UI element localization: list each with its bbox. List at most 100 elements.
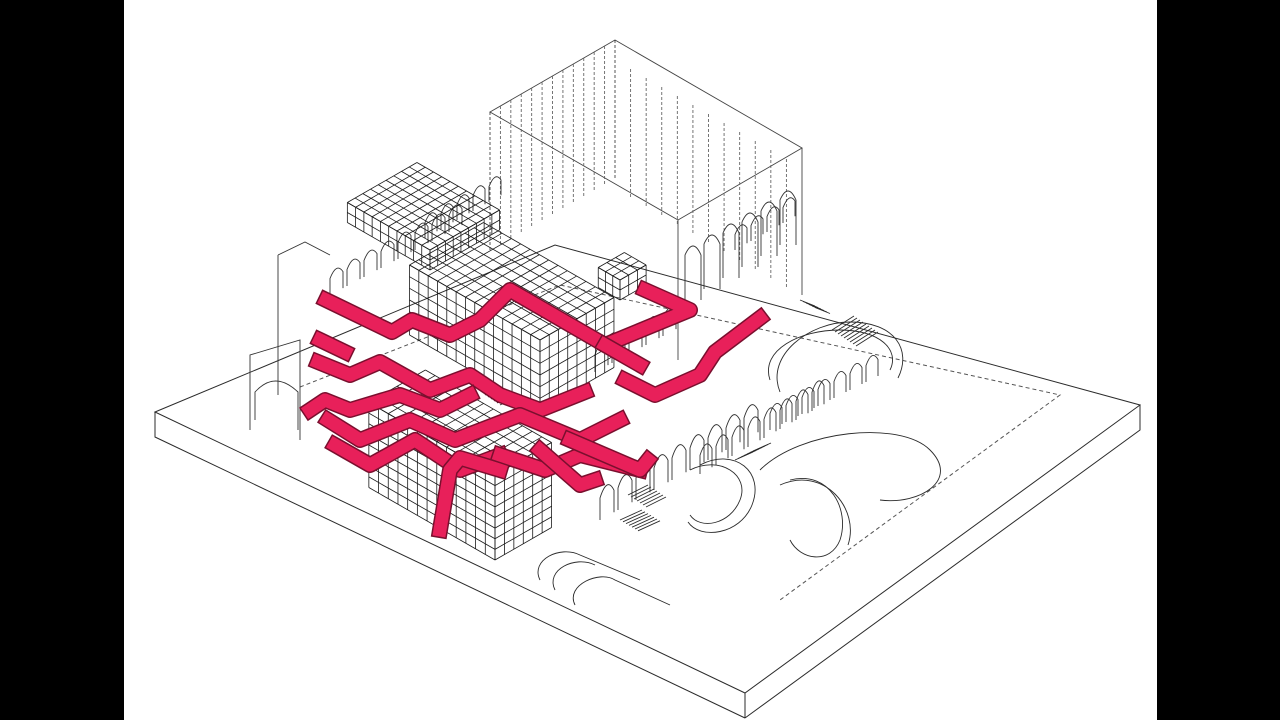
circulation-route [298,279,772,540]
circulation-segment [616,308,770,402]
grid-transom [494,495,552,529]
arcade-frame [249,339,301,440]
grid-roof [474,227,605,304]
grid-roof [363,171,434,213]
grid-roof [416,162,500,211]
stair-tread [625,513,649,525]
arcade-arch [346,258,361,286]
arcade-arch [734,224,748,250]
grid-transom [368,476,496,550]
grid-transom [368,487,496,561]
circulation-segment [561,431,658,477]
stair-tread [834,317,858,333]
hall-arch [722,223,740,278]
arcade-arch [795,389,809,420]
site-plinth [153,244,1142,719]
stair-tread [831,315,855,331]
arcade-arch [801,386,815,414]
grid-roof [598,252,625,268]
grid-roof [388,185,459,227]
arcade-arch [743,404,759,440]
grid-transom [598,277,621,291]
arcades [249,176,879,520]
grid-roof [355,166,426,208]
arcade-arch [440,203,454,229]
grid-roof [370,188,454,238]
grid-volume [597,252,647,301]
stair-tread [627,484,649,496]
grid-roof [624,252,647,266]
arcade-arch [414,222,429,250]
hall-arch [779,190,797,245]
arcade-arch [329,267,344,295]
arcade-arch [750,215,764,241]
stair-tread [837,319,861,335]
circulation-segment [596,336,649,374]
arcade-arch [254,380,299,430]
grid-roof [401,171,485,220]
grid-roof [455,238,587,314]
stair-tread [634,518,658,530]
grid-roof [354,197,438,246]
grid-roof [612,260,640,277]
arcade-arch [769,402,783,430]
grid-roof [418,259,550,336]
grid-transom [494,527,552,561]
arcade-arch [766,206,780,232]
stair-tread [752,442,772,452]
arcade-arch [731,425,745,456]
grid-transom [409,299,541,376]
arcade-arch [707,424,723,460]
grid-transom [368,465,496,540]
grid-roof [409,264,541,341]
stair-tread [636,490,658,502]
stair-tread [840,321,864,337]
grid-transom [347,212,431,261]
grid-roof [347,162,418,203]
grid-roof [619,264,647,281]
hall-arch [760,201,778,256]
grid-roof [409,166,493,215]
circulation-segment [432,451,509,538]
grid-transom [429,219,500,261]
circulation-segment [300,386,479,420]
arcade-arch [397,231,412,259]
arcade-arch [782,197,796,223]
stair-tread [630,486,652,498]
grid-roof [371,176,442,218]
grid-roof [605,256,632,273]
arcade-arch [599,484,615,520]
grid-roof [347,202,431,251]
grid-transom [494,484,552,518]
stair-tread [628,514,652,526]
arcade-arch [715,434,729,465]
arcade-arch [747,416,761,447]
grid-roof [413,200,484,241]
grid-transom [494,516,552,550]
arcade-arch [617,474,633,510]
grid-roof [393,175,477,224]
stair-tread [622,511,646,523]
stairs-and-ramps [484,299,941,606]
grid-volume [346,162,501,271]
stair-tread [631,516,655,528]
grid-roof [464,232,596,309]
arcade-arch [380,240,395,268]
grid-roof [396,190,467,232]
arcade-arch [456,194,470,220]
grid-transom [429,229,500,271]
arcade-arch [689,434,705,470]
grid-transom [598,287,621,301]
arcade-arch [763,407,777,438]
circulation-segment [530,440,604,492]
stair-tread [642,494,664,506]
arcade-arch [488,176,502,202]
arcade-frame [277,241,331,256]
grid-roof [615,257,638,271]
arcade-arch [472,185,486,211]
grid-transom [619,274,647,291]
grid-roof [385,179,469,229]
stair-tread [846,325,870,341]
circulation-segment [317,281,697,352]
